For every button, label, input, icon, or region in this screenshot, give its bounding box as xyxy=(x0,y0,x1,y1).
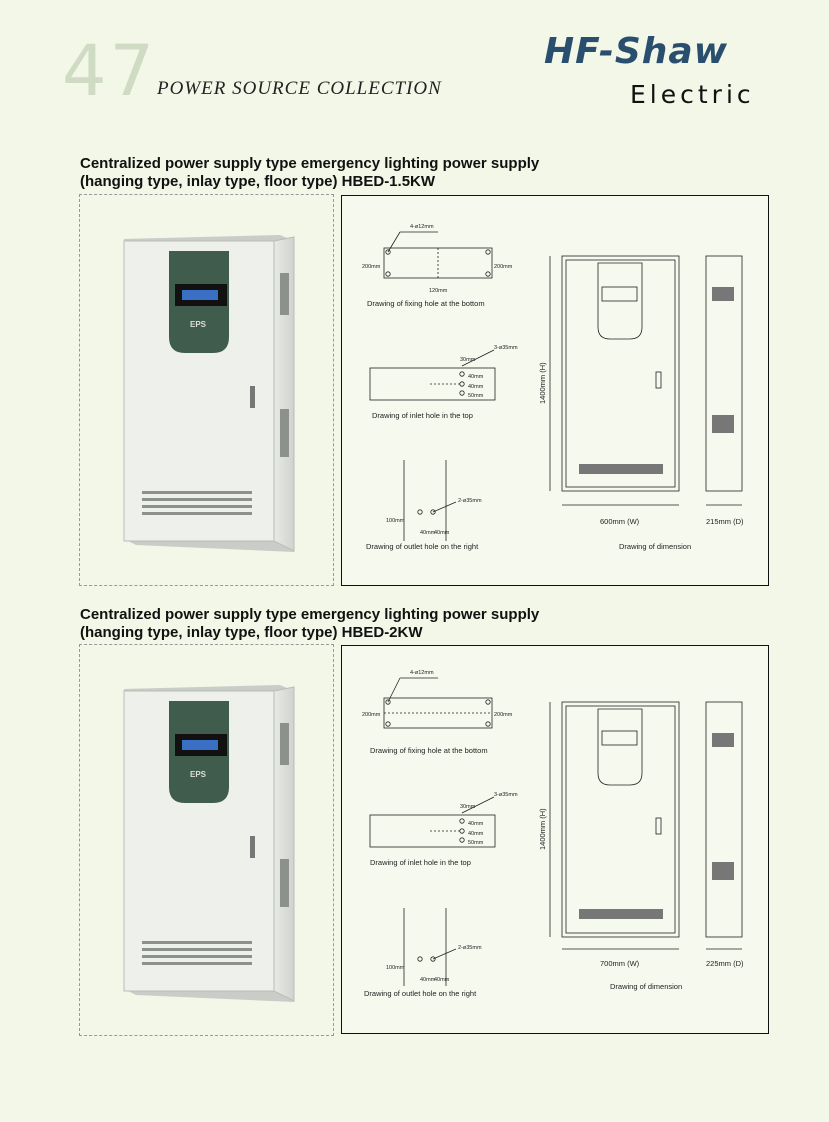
fixing-right-dim: 200mm xyxy=(494,264,513,270)
fixing-hole-spec: 4-ø12mm xyxy=(410,224,434,230)
outlet-dim-b1: 40mm xyxy=(420,977,436,983)
eps-cabinet-photo-icon: EPS xyxy=(123,685,295,1002)
brand-subtitle: Electric xyxy=(630,80,755,109)
page-number: 47 xyxy=(62,30,158,112)
brand-logo: HF-Shaw xyxy=(544,31,728,72)
product-title-line2: (hanging type, inlay type, floor type) H… xyxy=(80,624,423,641)
dimension-depth: 225mm (D) xyxy=(706,959,744,968)
inlet-dim2: 40mm xyxy=(468,831,484,837)
inlet-dim1: 40mm xyxy=(468,821,484,827)
outlet-caption: Drawing of outlet hole on the right xyxy=(366,542,479,551)
series-title: POWER SOURCE COLLECTION xyxy=(157,78,442,99)
technical-drawing-panel: 4-ø12mm 200mm 200mm 30mm 3-ø35mm 40mm 40… xyxy=(341,645,769,1034)
fixing-caption: Drawing of fixing hole at the bottom xyxy=(367,299,485,308)
eps-cabinet-photo-icon: EPS xyxy=(123,235,295,552)
dimension-caption: Drawing of dimension xyxy=(610,982,682,991)
product-title: Centralized power supply type emergency … xyxy=(80,155,539,191)
inlet-dim3: 50mm xyxy=(468,840,484,846)
technical-drawing-panel: 4-ø12mm 200mm 200mm 120mm 30mm 3-ø35mm 4… xyxy=(341,195,769,586)
inlet-dim2: 40mm xyxy=(468,384,484,390)
cabinet-label: EPS xyxy=(190,770,207,779)
inlet-dim1: 40mm xyxy=(468,374,484,380)
inlet-caption: Drawing of inlet hole in the top xyxy=(372,411,473,420)
product-title: Centralized power supply type emergency … xyxy=(80,606,539,642)
inlet-hole-spec: 3-ø35mm xyxy=(494,792,518,798)
product-title-line1: Centralized power supply type emergency … xyxy=(80,155,540,172)
outlet-dim-left: 100mm xyxy=(386,965,405,971)
outlet-dim-b2: 40mm xyxy=(434,977,450,983)
outlet-hole-spec: 2-ø35mm xyxy=(458,945,482,951)
outlet-dim-left: 100mm xyxy=(386,518,405,524)
technical-drawing-icon: 4-ø12mm 200mm 200mm 30mm 3-ø35mm 40mm 40… xyxy=(362,670,744,998)
cabinet-label: EPS xyxy=(190,320,207,329)
outlet-dim-b1: 40mm xyxy=(420,530,436,536)
fixing-right-dim: 200mm xyxy=(494,712,513,718)
fixing-left-dim: 200mm xyxy=(362,264,381,270)
inlet-dim-top: 30mm xyxy=(460,357,476,363)
dimension-depth: 215mm (D) xyxy=(706,517,744,526)
outlet-hole-spec: 2-ø35mm xyxy=(458,498,482,504)
fixing-caption: Drawing of fixing hole at the bottom xyxy=(370,746,488,755)
product-title-line2: (hanging type, inlay type, floor type) H… xyxy=(80,173,436,190)
fixing-bottom-dim: 120mm xyxy=(429,288,448,294)
dimension-width: 700mm (W) xyxy=(600,959,640,968)
inlet-caption: Drawing of inlet hole in the top xyxy=(370,858,471,867)
dimension-width: 600mm (W) xyxy=(600,517,640,526)
inlet-dim3: 50mm xyxy=(468,393,484,399)
fixing-hole-spec: 4-ø12mm xyxy=(410,670,434,676)
inlet-dim-top: 30mm xyxy=(460,804,476,810)
outlet-caption: Drawing of outlet hole on the right xyxy=(364,989,477,998)
outlet-dim-b2: 40mm xyxy=(434,530,450,536)
inlet-hole-spec: 3-ø35mm xyxy=(494,345,518,351)
dimension-caption: Drawing of dimension xyxy=(619,542,691,551)
product-title-line1: Centralized power supply type emergency … xyxy=(80,606,540,623)
dimension-height: 1400mm (H) xyxy=(538,808,547,850)
dimension-height: 1400mm (H) xyxy=(538,362,547,404)
technical-drawing-icon: 4-ø12mm 200mm 200mm 120mm 30mm 3-ø35mm 4… xyxy=(362,224,744,551)
product-photo-frame: EPS xyxy=(79,644,334,1036)
product-photo-frame: EPS xyxy=(79,194,334,586)
fixing-left-dim: 200mm xyxy=(362,712,381,718)
